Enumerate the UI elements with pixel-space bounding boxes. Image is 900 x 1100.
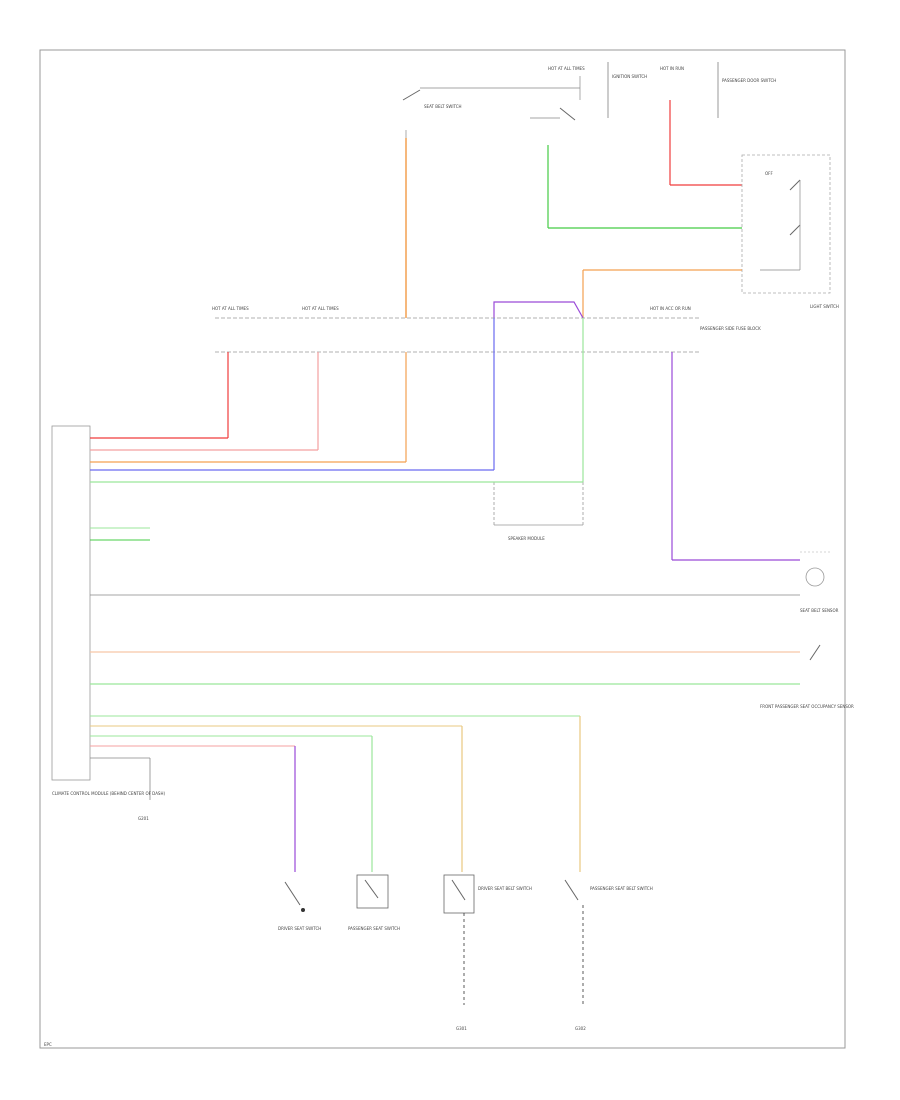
label-sw-2: PASSENGER SEAT SWITCH: [348, 926, 400, 931]
label-fuse-a: HOT AT ALL TIMES: [548, 66, 585, 71]
switch-contact-b: [559, 107, 576, 121]
label-fuse-c: HOT IN RUN: [660, 66, 684, 71]
driver-seat-switch-icon: [284, 881, 301, 906]
switch-contact-a: [402, 89, 421, 101]
switch-contact-2: [364, 879, 379, 899]
label-seat-belt: SEAT BELT SWITCH: [424, 104, 462, 109]
light-switch-box: [741, 154, 831, 294]
label-ign-switch: IGNITION SWITCH: [612, 74, 647, 79]
label-fuse-2: HOT AT ALL TIMES: [302, 306, 339, 311]
driver-belt-switch-icon: [443, 874, 475, 914]
passenger-seat-switch-icon: [356, 874, 389, 909]
label-sw-3: DRIVER SEAT BELT SWITCH: [478, 886, 532, 891]
label-ground-2: G301: [456, 1026, 467, 1031]
label-sw-4: PASSENGER SEAT BELT SWITCH: [590, 886, 653, 891]
light-switch-contact-2: [789, 224, 801, 236]
label-fuse-note: PASSENGER SIDE FUSE BLOCK: [700, 326, 761, 331]
label-passenger-switch: PASSENGER DOOR SWITCH: [722, 78, 776, 83]
label-light-switch: LIGHT SWITCH: [810, 304, 839, 309]
label-ground-3: G302: [575, 1026, 586, 1031]
label-sensor: SEAT BELT SENSOR: [800, 608, 839, 613]
diagram-border: [39, 49, 846, 1049]
label-junction: SPEAKER MODULE: [508, 536, 545, 541]
passenger-sensor-contact: [809, 644, 821, 661]
footer-code: EPC: [44, 1042, 52, 1047]
label-fuse-1: HOT AT ALL TIMES: [212, 306, 249, 311]
seat-belt-sensor-icon: [805, 567, 825, 587]
label-fuse-6: HOT IN ACC OR RUN: [650, 306, 691, 311]
label-contact: OFF: [765, 171, 773, 176]
switch-node-1: [301, 908, 305, 912]
label-module: CLIMATE CONTROL MODULE (BEHIND CENTER OF…: [52, 791, 165, 796]
climate-module-box: [51, 425, 91, 781]
switch-contact-3: [451, 879, 466, 901]
label-sw-1: DRIVER SEAT SWITCH: [278, 926, 321, 931]
wire-purple-arc: [493, 301, 584, 319]
light-switch-contact-1: [789, 179, 801, 191]
passenger-belt-switch-icon: [564, 879, 579, 901]
label-passenger-sensor: FRONT PASSENGER SEAT OCCUPANCY SENSOR: [760, 704, 854, 709]
label-ground-1: G201: [138, 816, 149, 821]
